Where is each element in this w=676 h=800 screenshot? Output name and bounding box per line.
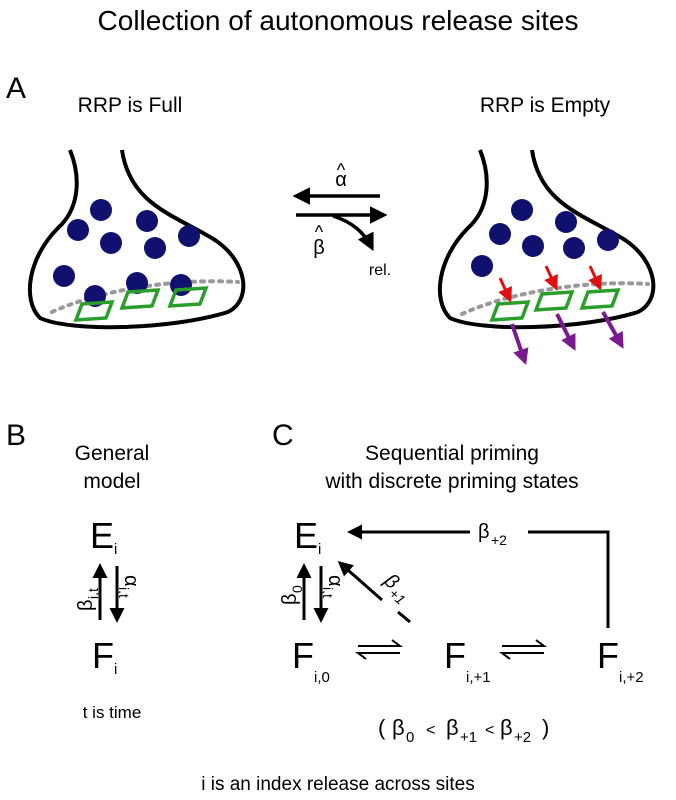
state-f0: F bbox=[292, 635, 314, 676]
release-site bbox=[167, 286, 209, 308]
vesicle bbox=[90, 199, 112, 221]
state-f2: F bbox=[597, 635, 619, 676]
rate2-label-bg bbox=[470, 516, 528, 550]
state-e-subscript: i bbox=[114, 541, 117, 558]
release-site bbox=[119, 288, 161, 310]
beta-label: β bbox=[313, 237, 325, 259]
panel-c-letter: C bbox=[272, 419, 294, 452]
vesicle bbox=[178, 225, 200, 247]
inequality-b2-sub: +2 bbox=[514, 729, 531, 746]
rate1-subscript: +1 bbox=[386, 585, 409, 608]
vesicle bbox=[511, 199, 533, 221]
inequality-b0-sub: 0 bbox=[406, 729, 414, 746]
rate-down-label: α i,t bbox=[320, 575, 346, 598]
state-e: E bbox=[294, 515, 318, 556]
state-e-subscript: i bbox=[318, 541, 321, 558]
inequality-lt1: < bbox=[426, 722, 435, 739]
state-e: E bbox=[90, 515, 114, 556]
right-caption: RRP is Empty bbox=[480, 94, 611, 117]
state-f-subscript: i bbox=[114, 661, 117, 678]
left-terminal bbox=[27, 149, 246, 330]
panel-c-heading-line1: Sequential priming bbox=[365, 442, 539, 465]
figure-title: Collection of autonomous release sites bbox=[98, 5, 579, 36]
down-rate-subscript: i,t bbox=[116, 587, 132, 598]
state-f1: F bbox=[444, 635, 466, 676]
state-f2-subscript: i,+2 bbox=[619, 669, 644, 686]
state-f1-subscript: i,+1 bbox=[466, 669, 491, 686]
beta-hat: ^ bbox=[315, 222, 324, 242]
right-terminal-outline bbox=[437, 149, 656, 330]
rate0-label: β 0 bbox=[279, 585, 305, 605]
release-arrow bbox=[601, 311, 624, 349]
vesicle bbox=[489, 223, 511, 245]
vesicle bbox=[471, 255, 493, 277]
vesicle bbox=[144, 237, 166, 259]
rate-down-subscript: i,t bbox=[320, 587, 336, 598]
inequality-lt2: < bbox=[485, 722, 494, 739]
inequality-close: ) bbox=[542, 715, 549, 740]
vesicle bbox=[53, 265, 75, 287]
release-arrow bbox=[555, 313, 576, 351]
release-site bbox=[489, 300, 531, 322]
rate1-label: β +1 bbox=[379, 569, 409, 608]
panel-c-heading-line2: with discrete priming states bbox=[324, 470, 578, 493]
rate0-subscript: 0 bbox=[289, 585, 305, 593]
release-site bbox=[533, 290, 575, 312]
equilibrium-arrow-f0-f1 bbox=[355, 639, 403, 660]
rate2-subscript: +2 bbox=[491, 532, 507, 548]
left-terminal-outline bbox=[27, 149, 246, 330]
vesicle bbox=[136, 210, 158, 232]
priming-arrow bbox=[544, 265, 558, 291]
vesicle bbox=[555, 211, 577, 233]
rate2-arrow bbox=[347, 524, 610, 628]
alpha-hat: ^ bbox=[337, 160, 346, 180]
down-rate-label: α i,t bbox=[116, 575, 142, 598]
rate-inequality: ( β 0 < β +1 < β +2 ) bbox=[378, 715, 549, 746]
panel-b-letter: B bbox=[6, 419, 26, 452]
up-rate-symbol: β bbox=[75, 599, 97, 611]
state-f0-subscript: i,0 bbox=[314, 669, 330, 686]
priming-arrow bbox=[588, 265, 602, 291]
equilibrium-arrow-f1-f2 bbox=[499, 639, 547, 660]
panel-b-heading-line1: General bbox=[75, 442, 150, 465]
vesicle bbox=[522, 235, 544, 257]
rate1-arrow bbox=[337, 561, 383, 602]
inequality-b2: β bbox=[500, 715, 513, 740]
inequality-b0: β bbox=[392, 715, 405, 740]
release-label: rel. bbox=[369, 262, 391, 279]
rate2-symbol: β bbox=[478, 521, 490, 543]
inequality-b1-sub: +1 bbox=[460, 729, 477, 746]
rate-down-symbol: α bbox=[324, 575, 346, 587]
panel-b-heading-line2: model bbox=[83, 470, 140, 493]
down-rate-symbol: α bbox=[120, 575, 142, 587]
footer-note: i is an index release across sites bbox=[201, 774, 475, 795]
alpha-label: α bbox=[335, 169, 347, 191]
vesicle bbox=[100, 232, 122, 254]
right-terminal bbox=[437, 149, 656, 366]
state-f: F bbox=[92, 635, 114, 676]
rate1-arrow-tail bbox=[397, 610, 411, 624]
vesicle bbox=[67, 219, 89, 241]
vesicle bbox=[563, 237, 585, 259]
release-arrow bbox=[510, 323, 529, 366]
inequality-b1: β bbox=[446, 715, 459, 740]
vesicle bbox=[597, 229, 619, 251]
inequality-open: ( bbox=[378, 715, 386, 740]
rate0-symbol: β bbox=[279, 593, 301, 605]
vesicle bbox=[126, 272, 148, 294]
up-rate-label: β i,t bbox=[75, 588, 101, 611]
priming-arrow bbox=[498, 277, 512, 303]
transition-arrows: ^ α ^ β rel. bbox=[292, 160, 391, 279]
release-branch-arrow bbox=[332, 214, 374, 252]
panel-a-letter: A bbox=[6, 72, 26, 105]
up-rate-subscript: i,t bbox=[85, 588, 101, 599]
release-site bbox=[579, 288, 621, 310]
time-note: t is time bbox=[83, 703, 142, 722]
release-site bbox=[73, 300, 115, 322]
left-caption: RRP is Full bbox=[78, 94, 183, 117]
